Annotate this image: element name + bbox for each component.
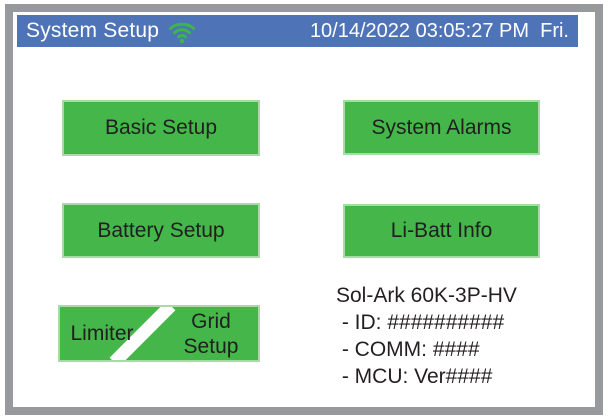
grid-setup-button[interactable]: Grid Setup — [170, 307, 252, 360]
device-comm-line: - COMM: #### — [336, 338, 480, 361]
title-bar-left: System Setup — [26, 19, 197, 44]
limiter-button[interactable]: Limiter — [60, 307, 144, 360]
li-batt-info-button[interactable]: Li-Batt Info — [343, 204, 540, 258]
basic-setup-label: Basic Setup — [104, 116, 218, 139]
li-batt-info-label: Li-Batt Info — [390, 219, 493, 242]
wifi-icon — [169, 22, 196, 43]
battery-setup-button[interactable]: Battery Setup — [62, 203, 260, 258]
limiter-grid-setup-button[interactable]: Limiter Grid Setup — [58, 305, 260, 362]
page-title: System Setup — [26, 19, 160, 42]
limiter-label: Limiter — [70, 321, 134, 345]
basic-setup-button[interactable]: Basic Setup — [62, 100, 260, 156]
grid-setup-label: Grid Setup — [183, 309, 239, 358]
title-bar: System Setup 10/14/2022 03:05:27 PM Fri. — [17, 15, 578, 47]
system-alarms-button[interactable]: System Alarms — [343, 100, 540, 155]
system-alarms-label: System Alarms — [371, 115, 512, 139]
device-model: Sol-Ark 60K-3P-HV — [336, 284, 517, 307]
device-id-line: - ID: ########## — [336, 311, 505, 334]
device-mcu-line: - MCU: Ver#### — [336, 365, 493, 388]
device-info-block: Sol-Ark 60K-3P-HV - ID: ########## - COM… — [336, 282, 517, 390]
battery-setup-label: Battery Setup — [97, 218, 225, 242]
datetime-display: 10/14/2022 03:05:27 PM Fri. — [309, 19, 569, 42]
